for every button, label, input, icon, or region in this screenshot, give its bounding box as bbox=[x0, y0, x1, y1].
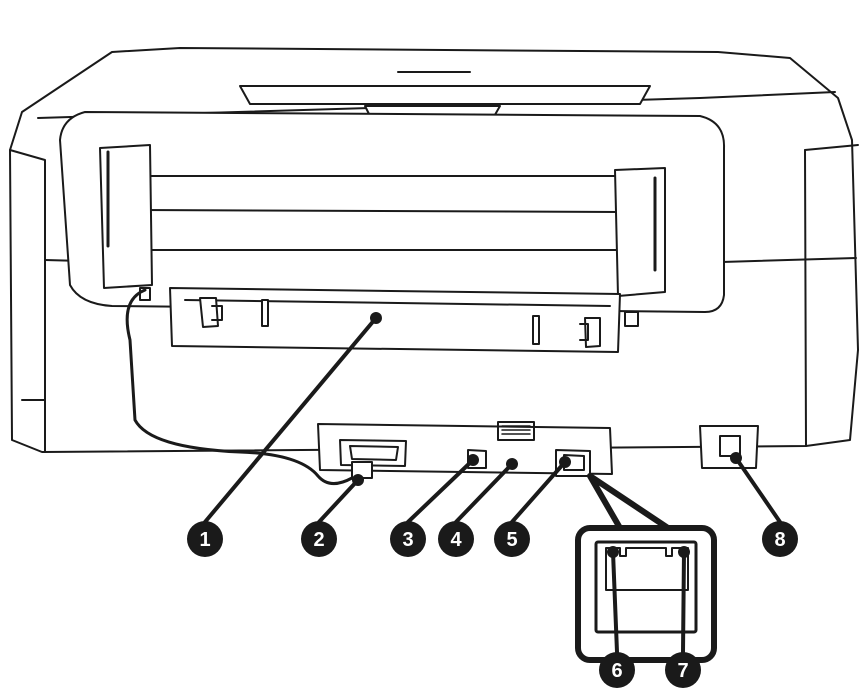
callout-5: 5 bbox=[494, 521, 530, 557]
callout-1-label: 1 bbox=[199, 529, 210, 551]
callout-3: 3 bbox=[390, 521, 426, 557]
roll-paper-unit bbox=[59, 111, 726, 313]
callout-7: 7 bbox=[665, 652, 701, 688]
interface-cable bbox=[125, 288, 372, 485]
leader-dots bbox=[352, 312, 742, 558]
callout-4: 4 bbox=[438, 521, 474, 557]
callout-1: 1 bbox=[187, 521, 223, 557]
ac-inlet bbox=[699, 425, 759, 469]
callout-7-label: 7 bbox=[677, 660, 688, 682]
callout-3-label: 3 bbox=[402, 529, 413, 551]
callout-5-label: 5 bbox=[506, 529, 517, 551]
callout-6-label: 6 bbox=[611, 660, 622, 682]
callout-8: 8 bbox=[762, 521, 798, 557]
callout-8-label: 8 bbox=[774, 529, 785, 551]
callout-2: 2 bbox=[301, 521, 337, 557]
rear-unit bbox=[139, 287, 639, 353]
callout-2-label: 2 bbox=[313, 529, 324, 551]
leader-lines bbox=[203, 316, 782, 654]
callout-6: 6 bbox=[599, 652, 635, 688]
callout-4-label: 4 bbox=[450, 529, 462, 551]
lan-zoom-box bbox=[575, 473, 717, 663]
